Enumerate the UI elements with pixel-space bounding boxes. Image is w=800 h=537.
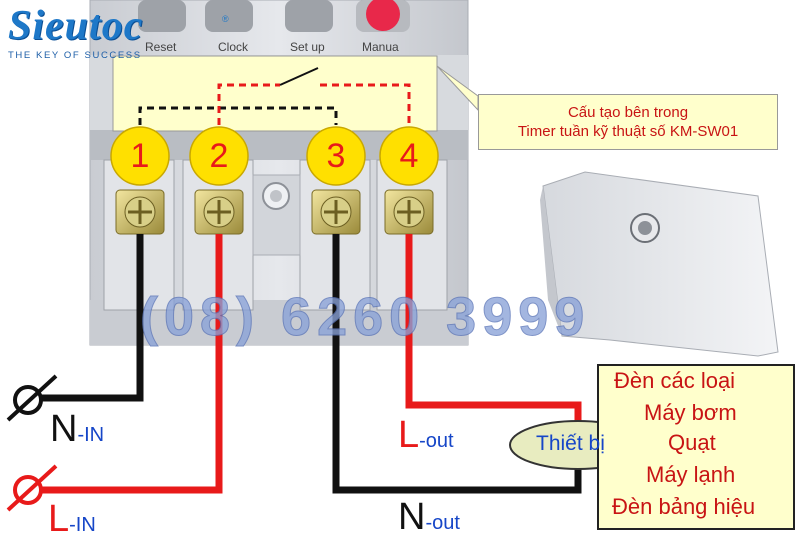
wire-l-out	[405, 234, 582, 430]
l-out-main: L	[398, 414, 420, 456]
reset-button[interactable]	[138, 0, 186, 32]
setup-button-label: Set up	[290, 40, 325, 54]
clock-button-label: Clock	[218, 40, 249, 54]
internal-switch-contact	[279, 67, 319, 86]
internal-structure-callout: Cấu tạo bên trong Timer tuần kỹ thuật số…	[478, 94, 778, 150]
wire-l-in	[30, 234, 223, 494]
l-out-sub: -out	[419, 430, 454, 452]
internal-live-link-left	[217, 83, 280, 125]
internal-neutral-link	[138, 106, 338, 125]
registered-mark: ®	[222, 14, 229, 24]
device-item-pump: Máy bơm	[644, 400, 737, 425]
callout-line-2: Timer tuần kỹ thuật số KM-SW01	[517, 123, 739, 140]
device-item-air-conditioner: Máy lạnh	[646, 462, 736, 487]
manual-button-label: Manua	[362, 40, 399, 54]
brand-logo: Sieutoc	[8, 3, 144, 49]
n-in-label: N-IN	[50, 408, 104, 451]
brand-tagline: THE KEY OF SUCCESS	[8, 50, 142, 61]
n-out-sub: -out	[425, 512, 460, 534]
terminal-cover	[540, 171, 779, 357]
l-in-label: L-IN	[48, 498, 96, 537]
l-in-main: L	[48, 498, 70, 537]
l-in-sub: -IN	[69, 514, 96, 536]
device-item-lights: Đèn các loại	[614, 368, 736, 393]
wire-n-in	[30, 234, 144, 402]
internal-schematic-panel	[112, 55, 438, 132]
terminal-1-label: 1	[130, 137, 150, 175]
phone-watermark: (08) 6260 3999	[139, 287, 591, 348]
internal-live-link-right	[320, 83, 411, 125]
terminal-2-label: 2	[209, 137, 229, 175]
terminal-4-label: 4	[399, 137, 419, 175]
callout-line-1: Cấu tạo bên trong	[567, 104, 689, 121]
n-out-label: N-out	[398, 496, 460, 537]
n-out-main: N	[398, 496, 426, 537]
n-in-sub: -IN	[77, 424, 105, 446]
n-in-main: N	[50, 408, 78, 450]
device-button-row	[138, 0, 410, 32]
terminal-3-label: 3	[326, 137, 346, 175]
reset-button-label: Reset	[145, 40, 177, 54]
input-terminal-symbols	[6, 374, 58, 512]
device-label: Thiết bị	[536, 432, 605, 455]
setup-button[interactable]	[285, 0, 333, 32]
terminal-screws	[115, 189, 434, 235]
terminal-number-circles	[110, 126, 439, 186]
manual-button[interactable]	[366, 0, 400, 31]
clock-button[interactable]	[205, 0, 253, 32]
device-item-sign-lights: Đèn bảng hiệu	[612, 494, 756, 519]
l-out-label: L-out	[398, 414, 454, 457]
device-item-fan: Quạt	[668, 430, 716, 455]
device-list-box	[597, 364, 795, 530]
